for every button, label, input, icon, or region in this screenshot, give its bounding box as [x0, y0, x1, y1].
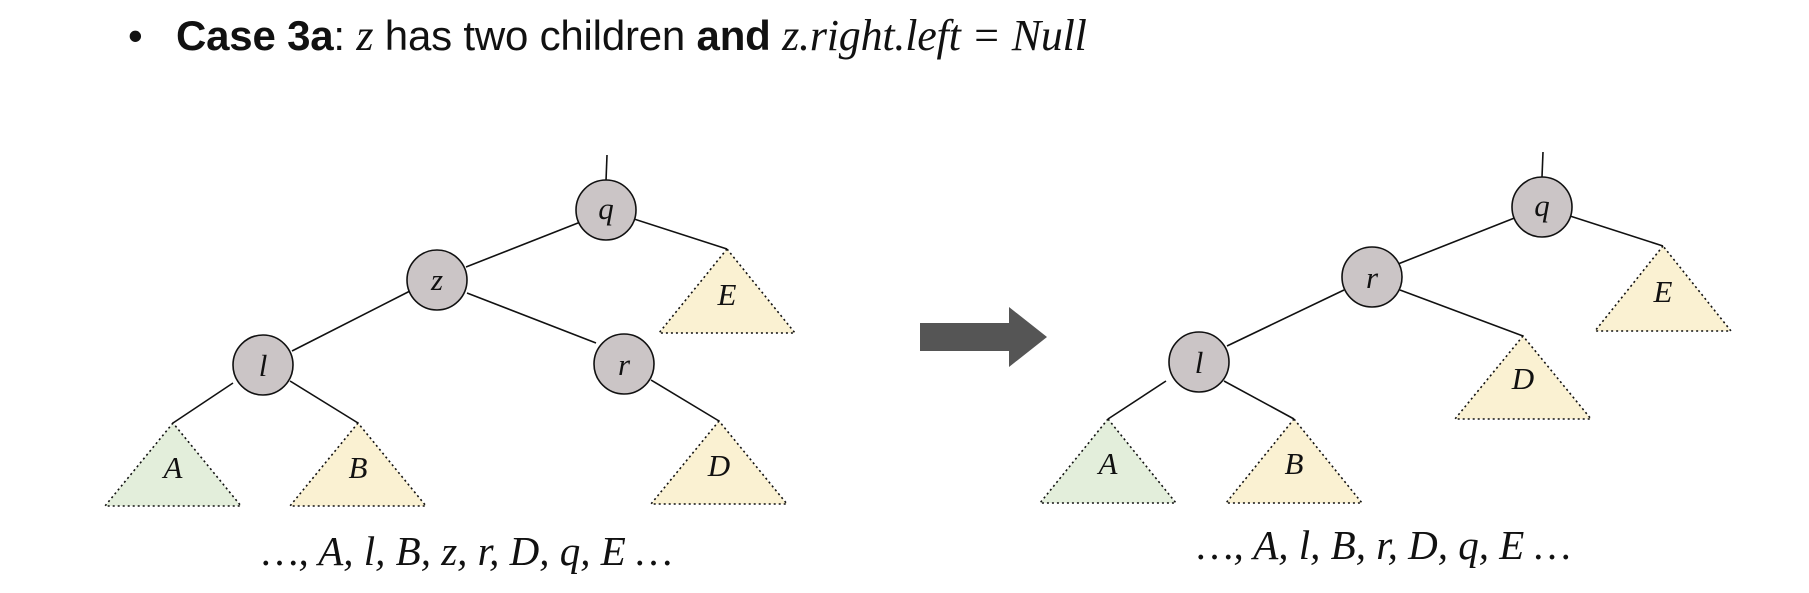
right-label-A: A [1097, 446, 1119, 481]
left-edge-root-stub [605, 154, 608, 182]
right-edge-r-l [1226, 289, 1345, 347]
heading: • Case 3a: z has two children and z.right… [128, 10, 1087, 61]
left-subtree-A [103, 421, 243, 507]
right-edge-l-B [1223, 380, 1295, 420]
right-label-B: B [1285, 446, 1304, 481]
left-label-D: D [707, 448, 730, 483]
condition: z.right.left = Null [782, 11, 1087, 60]
left-edge-z-l [291, 290, 411, 352]
var-z: z [356, 11, 374, 60]
bullet: • [128, 12, 143, 59]
left-sequence-highlight: z, [440, 528, 467, 574]
right-sequence: …, A, l, B, r, D, q, E … [1197, 522, 1571, 568]
right-label-q: q [1534, 188, 1550, 223]
left-label-q: q [598, 191, 614, 226]
left-sequence-after: r, D, q, E … [467, 528, 672, 574]
right-label-D: D [1511, 361, 1534, 396]
right-edge-r-D [1399, 289, 1524, 337]
case-label: Case 3a [176, 12, 334, 59]
left-node-l [232, 334, 294, 396]
left-label-l: l [259, 348, 268, 383]
right-edge-q-E [1569, 215, 1664, 247]
right-edge-l-A [1107, 380, 1167, 420]
left-label-r: r [618, 347, 631, 382]
left-sequence: …, A, l, B, z, r, D, q, E … [262, 528, 672, 574]
right-subtree-D [1453, 334, 1593, 420]
right-label-E: E [1653, 274, 1673, 309]
left-edge-l-B [289, 380, 359, 424]
left-edge-z-r [466, 292, 597, 344]
right-label-l: l [1195, 345, 1204, 380]
left-edge-r-D [650, 379, 720, 422]
left-edge-q-E [633, 218, 728, 250]
left-node-z [406, 249, 468, 311]
right-tree-labels: q r l A B D E [1097, 188, 1673, 481]
left-subtree-D [649, 419, 789, 505]
and-word: and [696, 12, 771, 59]
right-node-l [1168, 331, 1230, 393]
right-node-q [1511, 176, 1573, 238]
right-label-r: r [1366, 260, 1379, 295]
transform-arrow [920, 307, 1047, 367]
left-edge-l-A [172, 382, 234, 424]
left-sequence-before: …, A, l, B, [262, 528, 441, 574]
left-tree [103, 154, 797, 507]
left-node-r [593, 333, 655, 395]
heading-mid-text: has two children [373, 12, 697, 59]
left-label-z: z [430, 262, 443, 297]
right-tree [1038, 151, 1733, 504]
left-label-A: A [162, 450, 184, 485]
left-subtree-E [657, 247, 797, 334]
left-subtree-B [288, 421, 428, 507]
left-tree-labels: q z l r A B D E [162, 191, 737, 485]
left-node-q [575, 179, 637, 241]
heading-colon: : [333, 12, 345, 59]
left-label-E: E [717, 277, 737, 312]
right-subtree-E [1593, 244, 1733, 332]
right-edge-q-r [1397, 216, 1518, 265]
right-edge-root-stub [1541, 151, 1544, 178]
right-subtree-B [1224, 417, 1364, 504]
left-label-B: B [349, 450, 368, 485]
left-edge-q-z [465, 220, 584, 268]
right-node-r [1341, 246, 1403, 308]
right-subtree-A [1038, 417, 1178, 504]
